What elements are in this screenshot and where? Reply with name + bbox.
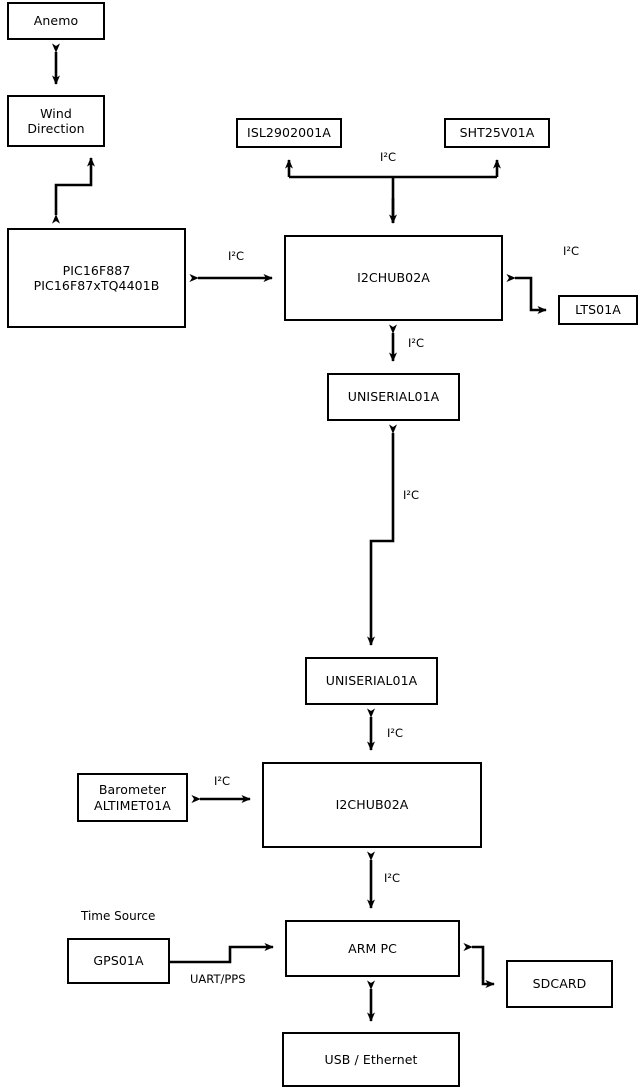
node-uniserial01a-upper-label: UNISERIAL01A <box>347 389 440 405</box>
edge-label-i2c-pic-to-hub: I²C <box>228 249 245 263</box>
node-pic-microcontroller[interactable]: PIC16F887 PIC16F87xTQ4401B <box>7 228 186 328</box>
wire-gps-armpc <box>170 943 274 964</box>
wire-hubtop-lts <box>506 274 547 314</box>
node-i2chub02a-bottom[interactable]: I2CHUB02A <box>262 762 482 848</box>
edge-label-uart-pps: UART/PPS <box>190 972 246 986</box>
node-uniserial01a-lower[interactable]: UNISERIAL01A <box>305 657 438 705</box>
edge-label-i2c-uniserial-lower-to-hub: I²C <box>387 726 404 740</box>
node-wind-direction[interactable]: Wind Direction <box>7 95 105 147</box>
node-sht25v01a-label: SHT25V01A <box>459 125 535 141</box>
node-barometer-altimet01a[interactable]: Barometer ALTIMET01A <box>77 773 188 822</box>
node-pic-microcontroller-label: PIC16F887 PIC16F87xTQ4401B <box>33 262 160 293</box>
node-anemo-label: Anemo <box>33 13 79 29</box>
edge-label-i2c-hub-to-lts: I²C <box>563 244 580 258</box>
node-arm-pc-label: ARM PC <box>348 940 397 956</box>
node-gps01a[interactable]: GPS01A <box>67 938 170 984</box>
edge-label-i2c-top-bus: I²C <box>380 150 397 164</box>
node-arm-pc[interactable]: ARM PC <box>285 920 460 977</box>
wire-winddir-pic <box>52 157 95 224</box>
node-usb-ethernet[interactable]: USB / Ethernet <box>282 1032 460 1087</box>
node-anemo[interactable]: Anemo <box>7 2 105 40</box>
edge-label-i2c-uniserial-link: I²C <box>403 488 420 502</box>
node-sdcard-label: SDCARD <box>532 976 587 992</box>
node-wind-direction-label: Wind Direction <box>27 105 85 136</box>
label-time-source: Time Source <box>81 909 156 923</box>
node-sht25v01a[interactable]: SHT25V01A <box>444 118 550 148</box>
node-i2chub02a-bottom-label: I2CHUB02A <box>335 797 409 813</box>
node-uniserial01a-upper[interactable]: UNISERIAL01A <box>327 373 460 421</box>
node-sdcard[interactable]: SDCARD <box>506 960 613 1008</box>
node-isl2902001a[interactable]: ISL2902001A <box>236 118 342 148</box>
node-barometer-altimet01a-label: Barometer ALTIMET01A <box>94 782 171 813</box>
node-lts01a-label: LTS01A <box>575 302 621 318</box>
node-usb-ethernet-label: USB / Ethernet <box>324 1051 418 1067</box>
node-lts01a[interactable]: LTS01A <box>558 295 638 325</box>
edge-label-i2c-barometer-to-hub: I²C <box>214 774 231 788</box>
wire-uniserial1-uniserial2 <box>367 424 397 646</box>
edge-label-i2c-hub-to-armpc: I²C <box>384 871 401 885</box>
node-isl2902001a-label: ISL2902001A <box>247 125 331 141</box>
node-i2chub02a-top[interactable]: I2CHUB02A <box>284 235 503 321</box>
edge-label-i2c-hub-to-uniserial-upper: I²C <box>408 336 425 350</box>
node-gps01a-label: GPS01A <box>93 953 144 969</box>
node-uniserial01a-lower-label: UNISERIAL01A <box>325 673 418 689</box>
wire-armpc-sdcard <box>463 943 495 988</box>
node-i2chub02a-top-label: I2CHUB02A <box>357 270 430 286</box>
